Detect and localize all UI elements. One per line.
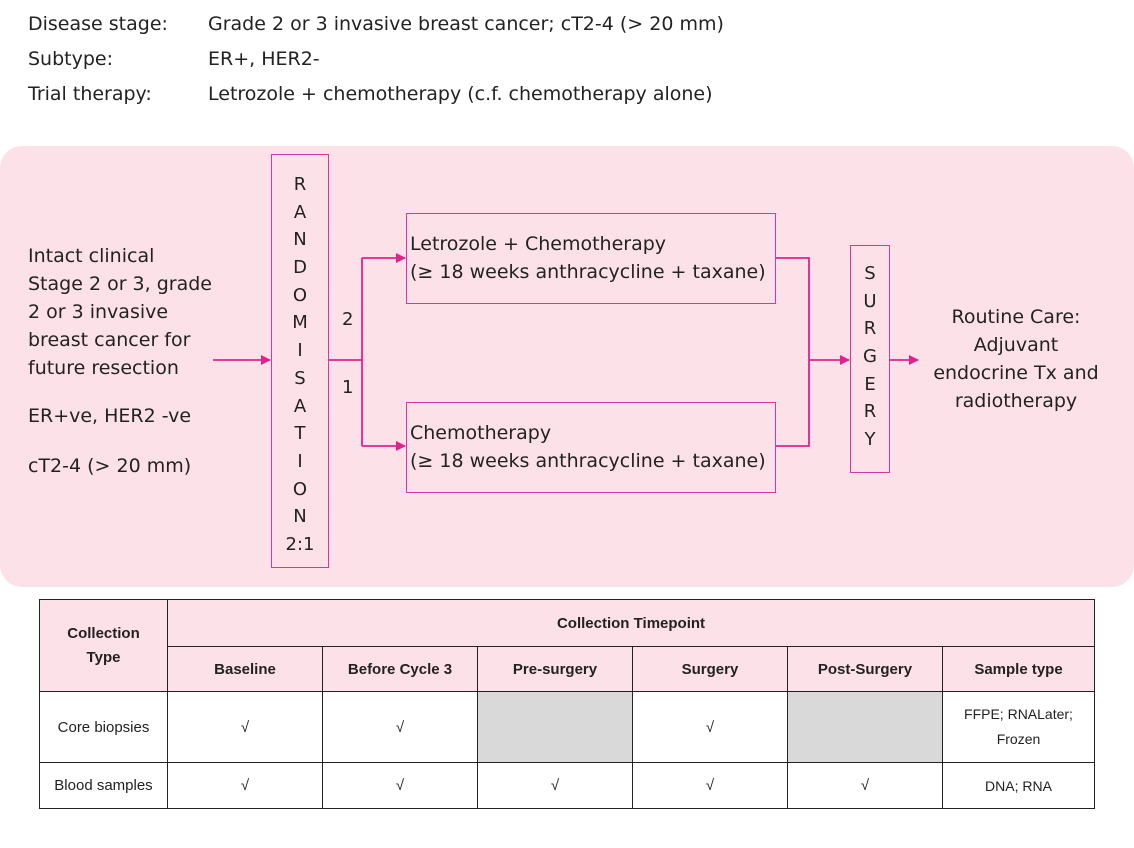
- cell-core-surgery: √: [632, 691, 788, 763]
- routine-line: endocrine Tx and: [933, 362, 1099, 384]
- intro-eligibility-text: Intact clinical Stage 2 or 3, grade 2 or…: [28, 242, 212, 382]
- routine-line: radiotherapy: [954, 390, 1078, 412]
- cell-blood-post-surgery: √: [787, 762, 943, 809]
- surgery-letter: R: [863, 401, 877, 423]
- arm1-title: Letrozole + Chemotherapy: [410, 233, 667, 255]
- randomisation-letter: R: [293, 174, 307, 195]
- arm-chemo-box: Chemotherapy (≥ 18 weeks anthracycline +…: [406, 402, 776, 493]
- arm1-to-merge: [775, 257, 810, 360]
- header-label-trial-therapy: Trial therapy:: [28, 83, 152, 105]
- cell-core-post-surgery: [787, 691, 943, 763]
- cell-core-before-cycle-3: √: [322, 691, 478, 763]
- randomisation-letter: S: [294, 367, 306, 389]
- col-header-post-surgery: Post-Surgery: [787, 646, 943, 692]
- randomisation-letter: D: [293, 257, 307, 279]
- randomisation-letter: N: [293, 506, 307, 528]
- header-value-disease-stage: Grade 2 or 3 invasive breast cancer; cT2…: [208, 13, 724, 35]
- arm-letrozole-chemo-box: Letrozole + Chemotherapy (≥ 18 weeks ant…: [406, 213, 776, 304]
- col-header-pre-surgery: Pre-surgery: [477, 646, 633, 692]
- cell-blood-sample-type: DNA; RNA: [942, 762, 1095, 809]
- table-row: Blood samples √ √ √ √ √ DNA; RNA: [39, 762, 1095, 809]
- surgery-letter: G: [863, 346, 877, 368]
- header-label-subtype: Subtype:: [28, 48, 114, 70]
- cell-blood-before-cycle-3: √: [322, 762, 478, 809]
- routine-care-text: Routine Care: Adjuvant endocrine Tx and …: [928, 303, 1104, 415]
- randomisation-letter: M: [292, 312, 308, 334]
- cell-core-sample-type: FFPE; RNALater; Frozen: [942, 691, 1095, 763]
- intro-line: Intact clinical: [28, 245, 155, 267]
- arm2-detail: (≥ 18 weeks anthracycline + taxane): [410, 450, 766, 472]
- row-type-core-biopsies: Core biopsies: [39, 691, 168, 763]
- arm1-detail: (≥ 18 weeks anthracycline + taxane): [410, 261, 766, 283]
- randomisation-letter: A: [293, 201, 307, 223]
- collection-timepoint-header: Collection Timepoint: [167, 599, 1095, 647]
- header-value-subtype: ER+, HER2-: [208, 48, 320, 70]
- intro-er-status: ER+ve, HER2 -ve: [28, 405, 192, 427]
- arm-label-2: 2: [342, 309, 354, 330]
- collection-type-header: Collection Type: [39, 599, 168, 692]
- routine-line: Adjuvant: [973, 334, 1059, 356]
- randomisation-ratio: 2:1: [285, 533, 315, 555]
- randomisation-letter: I: [297, 340, 303, 362]
- header-value-trial-therapy: Letrozole + chemotherapy (c.f. chemother…: [208, 83, 713, 105]
- col-header-surgery: Surgery: [632, 646, 788, 692]
- arm2-title: Chemotherapy: [410, 422, 552, 444]
- cell-core-pre-surgery: [477, 691, 633, 763]
- randomisation-letter: I: [297, 450, 303, 472]
- cell-blood-surgery: √: [632, 762, 788, 809]
- randomisation-letter: O: [292, 478, 308, 500]
- col-header-before-cycle-3: Before Cycle 3: [322, 646, 478, 692]
- intro-line: 2 or 3 invasive: [28, 301, 169, 323]
- collection-table: Collection Type Collection Timepoint Bas…: [39, 599, 1095, 809]
- intro-line: Stage 2 or 3, grade: [28, 273, 212, 295]
- surgery-letter: U: [863, 290, 877, 312]
- cell-blood-pre-surgery: √: [477, 762, 633, 809]
- randomisation-letter: N: [293, 229, 307, 251]
- surgery-letter: R: [863, 318, 877, 340]
- randomisation-letter: O: [292, 284, 308, 306]
- surgery-letter: Y: [864, 429, 876, 451]
- randomisation-letter: T: [294, 423, 306, 445]
- row-type-blood-samples: Blood samples: [39, 762, 168, 809]
- intro-line: breast cancer for: [28, 329, 191, 351]
- header-label-disease-stage: Disease stage:: [28, 13, 168, 35]
- cell-blood-baseline: √: [167, 762, 323, 809]
- intro-tumour-size: cT2-4 (> 20 mm): [28, 455, 192, 477]
- col-header-baseline: Baseline: [167, 646, 323, 692]
- randomisation-letter: A: [293, 395, 307, 417]
- col-header-sample-type: Sample type: [942, 646, 1095, 692]
- cell-core-baseline: √: [167, 691, 323, 763]
- arm2-to-merge: [775, 360, 810, 447]
- routine-line: Routine Care:: [951, 306, 1081, 328]
- intro-line: future resection: [28, 357, 179, 379]
- table-row: Core biopsies √ √ √ FFPE; RNALater; Froz…: [39, 691, 1095, 763]
- surgery-letter: E: [864, 373, 876, 395]
- arm-label-1: 1: [342, 377, 354, 398]
- surgery-letter: S: [864, 263, 876, 284]
